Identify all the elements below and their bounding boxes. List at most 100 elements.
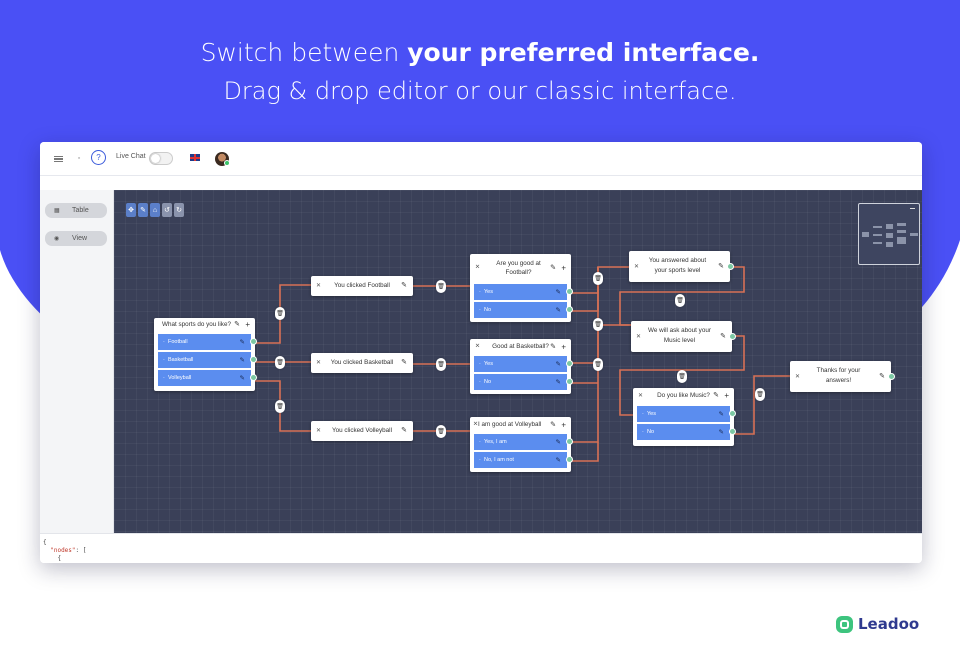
edit-icon[interactable]: ✎: [720, 332, 726, 340]
delete-connection-icon[interactable]: 🗑: [436, 280, 446, 293]
undo-icon[interactable]: ↺: [162, 203, 172, 217]
delete-connection-icon[interactable]: 🗑: [275, 307, 285, 320]
delete-connection-icon[interactable]: 🗑: [436, 358, 446, 371]
output-port[interactable]: [727, 263, 734, 270]
option-no-i-am-not[interactable]: No, I am not✎: [474, 452, 573, 468]
close-icon[interactable]: ✕: [473, 421, 479, 427]
message-node-volleyball[interactable]: ✕ You clicked Volleyball ✎: [311, 421, 413, 441]
output-port[interactable]: [566, 438, 573, 445]
home-icon[interactable]: ⌂: [150, 203, 160, 217]
edit-icon[interactable]: ✎: [555, 307, 561, 314]
delete-connection-icon[interactable]: 🗑: [677, 370, 687, 383]
output-port[interactable]: [566, 288, 573, 295]
live-chat-toggle[interactable]: [149, 152, 173, 165]
option-yes[interactable]: Yes✎: [474, 356, 573, 372]
edit-icon[interactable]: ✎: [550, 421, 556, 428]
add-icon[interactable]: +: [561, 342, 566, 351]
edit-icon[interactable]: ✎: [718, 429, 724, 436]
help-button[interactable]: ?: [91, 150, 106, 165]
option-basketball[interactable]: Basketball✎: [158, 352, 257, 368]
edit-icon[interactable]: ✎: [550, 343, 556, 350]
edit-icon[interactable]: ✎: [713, 392, 719, 399]
option-football[interactable]: Football✎: [158, 334, 257, 350]
close-icon[interactable]: ✕: [475, 264, 481, 271]
output-port[interactable]: [566, 360, 573, 367]
add-icon[interactable]: +: [245, 320, 250, 329]
option-yes[interactable]: Yes✎: [637, 406, 736, 422]
add-icon[interactable]: +: [724, 391, 729, 400]
delete-connection-icon[interactable]: 🗑: [755, 388, 765, 401]
question-node-good-basketball[interactable]: ✕ Good at Basketball? ✎ + Yes✎ No✎: [470, 339, 573, 394]
minimap-collapse-icon[interactable]: [910, 208, 915, 209]
question-node-good-volleyball[interactable]: ✕ I am good at Volleyball ✎ + Yes, I am✎…: [470, 417, 573, 472]
edit-icon[interactable]: ✎: [555, 361, 561, 368]
output-port[interactable]: [566, 378, 573, 385]
edit-icon[interactable]: ✎: [718, 411, 724, 418]
delete-connection-icon[interactable]: 🗑: [593, 318, 603, 331]
option-no[interactable]: No✎: [474, 374, 573, 390]
move-icon[interactable]: ✥: [126, 203, 136, 217]
message-node-ask-music[interactable]: ✕ We will ask about your Music level ✎: [631, 321, 736, 352]
edit-icon[interactable]: ✎: [401, 359, 407, 366]
output-port[interactable]: [566, 306, 573, 313]
close-icon[interactable]: ✕: [316, 360, 322, 366]
option-yes[interactable]: Yes✎: [474, 284, 573, 300]
question-node-sports[interactable]: What sports do you like? ✎ + Football✎ B…: [154, 318, 257, 391]
question-node-good-football[interactable]: ✕ Are you good at Football? ✎ + Yes✎ No✎: [470, 254, 573, 322]
refresh-icon[interactable]: ↻: [174, 203, 184, 217]
minimap[interactable]: [858, 203, 920, 265]
output-port[interactable]: [250, 356, 257, 363]
avatar[interactable]: [215, 152, 230, 166]
edit-icon[interactable]: ✎: [555, 439, 561, 446]
pencil-icon[interactable]: ✎: [138, 203, 148, 217]
edit-icon[interactable]: ✎: [239, 357, 245, 364]
edit-icon[interactable]: ✎: [718, 262, 724, 270]
edit-icon[interactable]: ✎: [555, 289, 561, 296]
delete-connection-icon[interactable]: 🗑: [593, 272, 603, 285]
delete-connection-icon[interactable]: 🗑: [675, 294, 685, 307]
edit-icon[interactable]: ✎: [550, 264, 556, 272]
output-port[interactable]: [250, 338, 257, 345]
add-icon[interactable]: +: [561, 263, 566, 273]
option-no[interactable]: No✎: [637, 424, 736, 440]
message-node-basketball[interactable]: ✕ You clicked Basketball ✎: [311, 353, 413, 373]
edit-icon[interactable]: ✎: [234, 321, 240, 328]
option-volleyball[interactable]: Volleyball✎: [158, 370, 257, 386]
message-node-answered-sports[interactable]: ✕ You answered about your sports level ✎: [629, 251, 734, 282]
close-icon[interactable]: ✕: [638, 393, 644, 399]
output-port[interactable]: [729, 333, 736, 340]
delete-connection-icon[interactable]: 🗑: [593, 358, 603, 371]
delete-connection-icon[interactable]: 🗑: [275, 356, 285, 369]
message-node-thanks[interactable]: ✕ Thanks for your answers! ✎: [790, 361, 895, 392]
flow-canvas[interactable]: ✥ ✎ ⌂ ↺ ↻: [114, 190, 922, 533]
edit-icon[interactable]: ✎: [239, 375, 245, 382]
sidebar-item-view[interactable]: ◉ View: [45, 231, 107, 246]
edit-icon[interactable]: ✎: [879, 372, 885, 380]
edit-icon[interactable]: ✎: [401, 282, 407, 289]
delete-connection-icon[interactable]: 🗑: [436, 425, 446, 438]
close-icon[interactable]: ✕: [636, 333, 642, 340]
add-icon[interactable]: +: [561, 420, 566, 429]
output-port[interactable]: [250, 374, 257, 381]
sidebar-item-table[interactable]: ▦ Table: [45, 203, 107, 218]
edit-icon[interactable]: ✎: [555, 457, 561, 464]
output-port[interactable]: [729, 410, 736, 417]
json-editor[interactable]: { "nodes": [ {: [40, 533, 922, 563]
edit-icon[interactable]: ✎: [239, 339, 245, 346]
close-icon[interactable]: ✕: [475, 343, 481, 349]
output-port[interactable]: [566, 456, 573, 463]
option-no[interactable]: No✎: [474, 302, 573, 318]
question-node-like-music[interactable]: ✕ Do you like Music? ✎ + Yes✎ No✎: [633, 388, 736, 446]
edit-icon[interactable]: ✎: [401, 427, 407, 434]
close-icon[interactable]: ✕: [795, 373, 801, 380]
close-icon[interactable]: ✕: [316, 283, 322, 289]
close-icon[interactable]: ✕: [316, 428, 322, 434]
delete-connection-icon[interactable]: 🗑: [275, 400, 285, 413]
close-icon[interactable]: ✕: [634, 263, 640, 270]
uk-flag-icon[interactable]: [190, 154, 200, 161]
output-port[interactable]: [729, 428, 736, 435]
option-yes-i-am[interactable]: Yes, I am✎: [474, 434, 573, 450]
hamburger-icon[interactable]: [52, 153, 64, 165]
output-port[interactable]: [888, 373, 895, 380]
edit-icon[interactable]: ✎: [555, 379, 561, 386]
